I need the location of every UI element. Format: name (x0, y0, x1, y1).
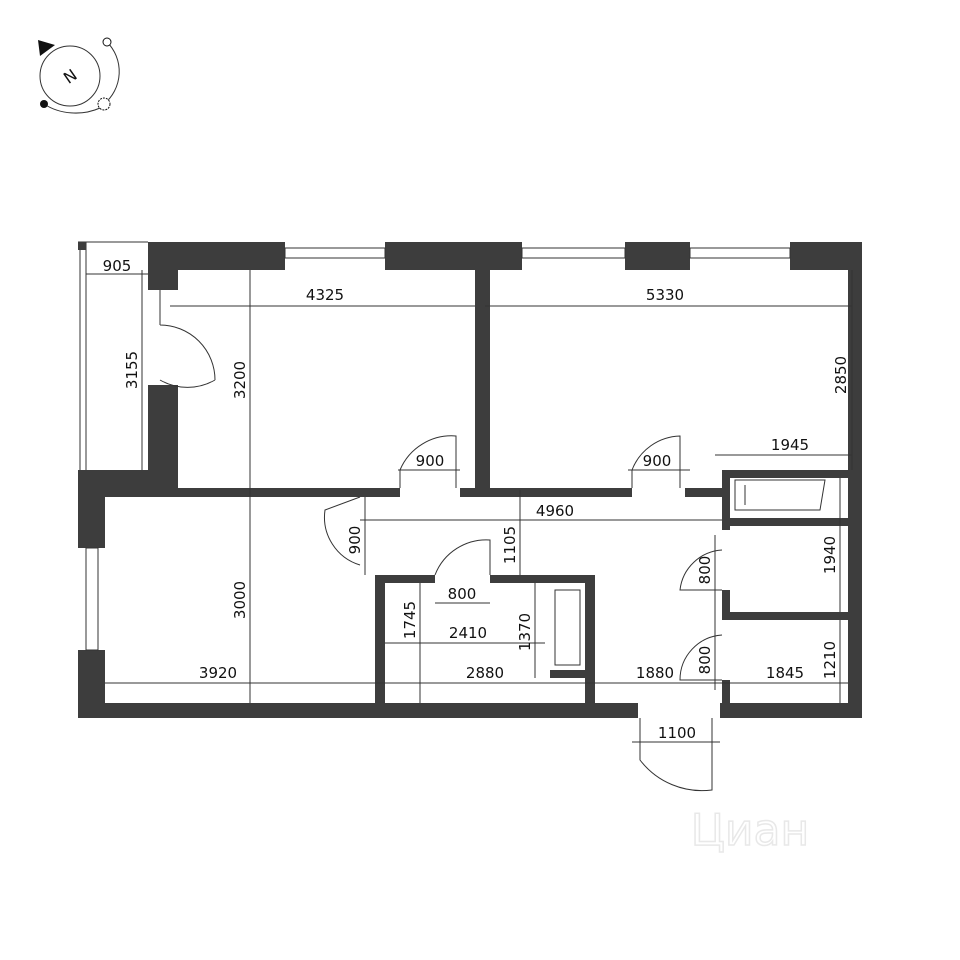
dim-bedroom1-depth: 3200 (231, 361, 249, 399)
compass-icon: N (38, 37, 120, 114)
compass-label: N (60, 65, 81, 87)
dim-bedroom2-depth: 2850 (832, 356, 850, 394)
dim-storage2-width: 1845 (766, 664, 804, 682)
dim-balcony-width: 905 (103, 257, 132, 275)
dimension-lines (86, 270, 853, 743)
dim-storage2-depth: 1210 (821, 641, 839, 679)
dim-living-depth: 3000 (231, 581, 249, 619)
dim-door-bath: 800 (448, 585, 477, 603)
dim-corridor: 1880 (636, 664, 674, 682)
dim-balcony-length: 3155 (123, 351, 141, 389)
dimension-labels: 905 3155 4325 3200 5330 2850 900 900 194… (103, 257, 850, 742)
watermark: Циан (691, 805, 810, 856)
dim-door-bedroom1: 900 (416, 452, 445, 470)
dim-storage1-depth: 1940 (821, 536, 839, 574)
dim-hall-width: 1105 (501, 526, 519, 564)
dim-door-storage1: 800 (696, 556, 714, 585)
dim-bedroom2-width: 5330 (646, 286, 684, 304)
dim-door-living: 900 (346, 526, 364, 555)
doors (159, 290, 826, 792)
dim-door-bedroom2: 900 (643, 452, 672, 470)
dim-wardrobe-width: 1945 (771, 436, 809, 454)
dim-entrance-door: 1100 (658, 724, 696, 742)
dim-bath-total: 2880 (466, 664, 504, 682)
dim-bedroom1-width: 4325 (306, 286, 344, 304)
dim-living-width: 3920 (199, 664, 237, 682)
dim-hall-length: 4960 (536, 502, 574, 520)
dim-bath-width: 2410 (449, 624, 487, 642)
dim-bath-inner: 1370 (516, 613, 534, 651)
dim-door-storage2: 800 (696, 646, 714, 675)
windows (78, 241, 791, 651)
dim-bath-depth: 1745 (401, 601, 419, 639)
